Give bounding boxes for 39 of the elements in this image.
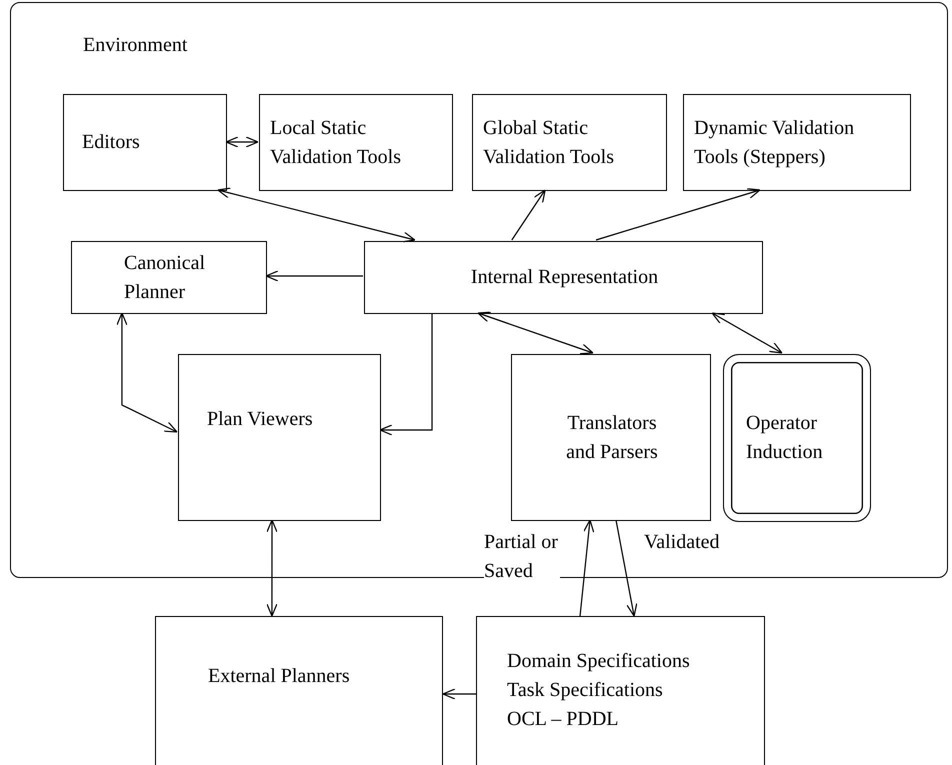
component-box [511,354,711,521]
arrow [615,520,638,617]
box-label: Local Static Validation Tools [270,116,402,170]
component-box [178,354,381,521]
component-box [63,94,227,191]
component-box [683,94,911,191]
arrow [266,519,278,617]
arrow [712,312,783,354]
box-label: Internal Representation [470,265,658,290]
arrow [225,136,259,148]
box-label: Editors [82,130,140,155]
arrow [217,188,416,242]
box-label: Global Static Validation Tools [483,116,616,170]
environment-frame [10,2,948,578]
arrow [579,519,594,616]
box-label: Translators and Parsers [565,410,659,464]
box-label: External Planners [208,664,350,689]
component-box [259,94,453,191]
component-box [71,241,267,314]
box-label: Domain Specifications [507,649,690,674]
component-box [155,616,443,765]
box-label: Dynamic Validation Tools (Steppers) [694,116,856,170]
arrow [477,312,594,354]
arrow [596,188,761,241]
component-box [472,94,667,191]
arrow [511,189,546,240]
box-label: OCL – PDDL [507,707,618,732]
arrow [379,313,433,436]
arrow [116,312,178,433]
box-label: Canonical Planner [124,250,206,304]
box-label: Plan Viewers [207,407,313,432]
double-bordered-box [723,354,871,522]
frame-title: Environment [83,33,188,58]
arrow [265,270,363,282]
box-label: Task Specifications [507,678,663,703]
box-label: Operator Induction [746,411,824,465]
arrow [442,688,476,700]
component-box [476,616,765,765]
component-box [364,241,763,314]
